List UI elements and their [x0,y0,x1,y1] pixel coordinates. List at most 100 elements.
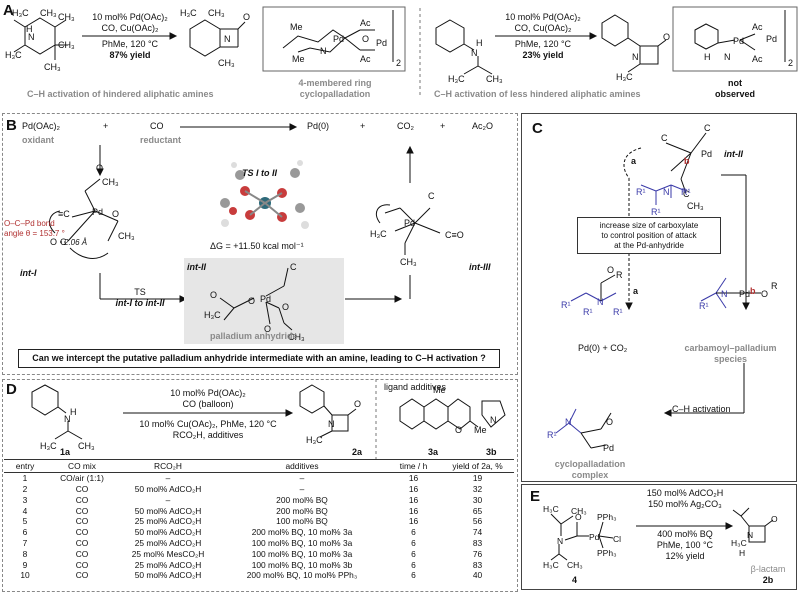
int-iii-label: int-III [469,262,491,272]
rxn1-caption: C–H activation of hindered aliphatic ami… [27,89,214,99]
plus-sign-1: + [103,121,109,131]
svg-text:C: C [661,133,668,143]
svg-text:N: N [64,414,71,424]
carbamoyl-line1: carbamoyl–palladium [684,343,777,353]
plus-sign-2: + [360,121,366,131]
svg-text:CH₃: CH₃ [288,332,305,342]
cell: 6 [411,559,416,570]
rxn2-condition-1: 10 mol% Pd(OAc)₂ [505,12,581,22]
cell: 200 mol% BQ, 10 mol% 3a [251,527,353,538]
svg-text:PPh₃: PPh₃ [597,548,617,558]
panel-d-label: D [6,381,17,398]
cell: 100 mol% BQ, 10 mol% 3a [251,537,353,548]
rxn2-condition-3: PhMe, 120 °C [514,39,572,49]
table-top-rule [4,459,514,460]
svg-text:O: O [96,163,103,173]
rxn2-caption: C–H activation of less hindered aliphati… [434,89,641,99]
svg-text:C: C [428,191,435,201]
cell: 6 [411,548,416,559]
svg-text:CH₃: CH₃ [40,8,57,18]
cell: 40 [472,570,483,581]
oxidant-label: oxidant [22,135,55,145]
pd0: Pd(0) [307,121,330,131]
svg-text:H₃C: H₃C [448,74,465,84]
svg-text:CH₃: CH₃ [486,74,503,84]
cell: 19 [472,473,483,484]
e-condition-4: PhMe, 100 °C [656,540,714,550]
svg-text:CH₃: CH₃ [687,201,704,211]
not-observed-line1: not [728,78,742,88]
cell: 16 [408,516,419,527]
cell: 50 mol% AdCO₂H [134,570,202,581]
carbon-monoxide: CO [150,121,164,131]
ligand-additives-title: ligand additives [384,382,447,392]
cell: – [299,483,305,494]
not-observed-label: not observed [700,78,770,100]
svg-text:H₃C: H₃C [370,229,387,239]
cell: 50 mol% AdCO₂H [134,483,202,494]
rxn1-condition-1: 10 mol% Pd(OAc)₂ [92,12,168,22]
cell: 9 [22,559,28,570]
svg-text:H: H [476,38,483,48]
box1-caption-line1: 4-membered ring [298,78,372,88]
svg-text:C≡O: C≡O [445,230,464,240]
header-yield: yield of 2a, % [452,461,503,472]
cell: 5 [22,516,28,527]
svg-text:R: R [616,270,623,280]
rxn1-yield: 87% yield [109,50,151,60]
svg-text:N: N [328,419,335,429]
panel-e-conditions-bottom: 400 mol% BQ PhMe, 100 °C 12% yield [630,529,740,562]
ligand-3a-label: 3a [428,447,439,457]
palladium-anhydride-box [184,258,344,344]
svg-text:Me: Me [292,54,305,64]
header-co-mix: CO mix [68,461,96,472]
carboxylate-note-box: increase size of carboxylate to control … [577,217,721,254]
svg-text:H₃C: H₃C [12,8,29,18]
not-observed-line2: observed [714,89,756,99]
cyclopalladation-complex-label: cyclopalladation complex [540,459,640,481]
panel-a-rxn1-conditions: 10 mol% Pd(OAc)₂ CO, Cu(OAc)₂ PhMe, 120 … [82,12,178,61]
rxn1-condition-2: CO, Cu(OAc)₂ [101,23,159,33]
path-b-label: b [750,286,756,296]
cell: 83 [472,559,483,570]
cell: 32 [472,483,483,494]
svg-text:CH₃: CH₃ [567,560,583,570]
beta-lactam-name: β-lactam [750,564,786,574]
svg-text:N: N [471,48,478,58]
svg-text:N: N [724,52,731,62]
svg-text:R¹: R¹ [613,307,623,317]
d-condition-2: CO (balloon) [182,399,234,409]
svg-text:H: H [704,52,711,62]
svg-text:CH₃: CH₃ [102,177,119,187]
compound-2b-label: 2b [762,575,774,585]
svg-text:N: N [721,289,728,299]
cell: 4 [22,505,28,516]
header-acid: RCO₂H [154,461,182,472]
svg-text:O: O [607,265,614,275]
svg-text:Cl: Cl [613,534,621,544]
d-condition-3: 10 mol% Cu(OAc)₂, PhMe, 120 °C [139,419,277,429]
svg-text:Ac: Ac [752,54,763,64]
svg-text:H₃C: H₃C [204,310,221,320]
note-line3: at the Pd-anhydride [614,241,684,250]
cell: 25 mol% AdCO₂H [134,516,202,527]
cell: 83 [472,537,483,548]
cell: 6 [411,527,416,538]
svg-text:CH₃: CH₃ [58,12,75,22]
cell: 3 [22,494,28,505]
cell: CO [75,483,89,494]
svg-text:O: O [354,399,361,409]
int-ii-label: int-II [187,262,206,272]
cell: – [299,473,305,484]
svg-text:N: N [597,297,604,307]
question-text: Can we intercept the putative palladium … [32,353,486,363]
cell: 1 [22,473,28,484]
svg-text:N: N [320,46,327,56]
